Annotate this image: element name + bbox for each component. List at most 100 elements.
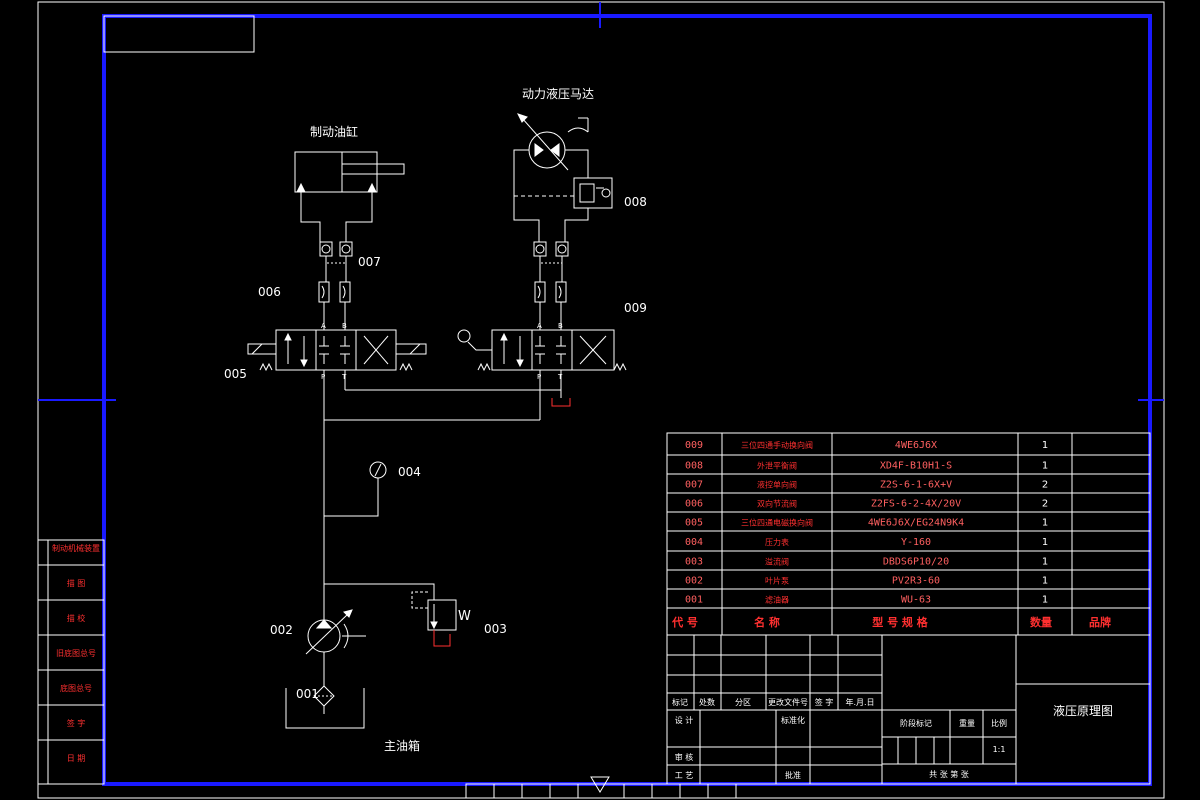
part-model: Y-160 (901, 537, 931, 548)
header-code: 代 号 (671, 615, 698, 629)
part-qty: 1 (1042, 518, 1048, 529)
outer-frame (37, 1, 1165, 799)
part-model: XD4F-B10H1-S (880, 461, 952, 472)
tb-process: 工 艺 (675, 771, 694, 780)
drawing-title: 液压原理图 (1053, 703, 1113, 718)
tb-scale: 1:1 (993, 745, 1006, 754)
port-p: P (321, 373, 325, 381)
part-model: 4WE6J6X/EG24N9K4 (868, 518, 964, 529)
header-qty: 数量 (1030, 615, 1052, 629)
label-006: 006 (258, 285, 281, 299)
tb-date: 年.月.日 (845, 697, 874, 707)
label-motor: 动力液压马达 (522, 86, 594, 101)
part-qty: 1 (1042, 440, 1048, 451)
part-name: 三位四通手动换向阀 (741, 440, 813, 450)
label-brake-cylinder: 制动油缸 (310, 124, 358, 139)
solenoid-valve-005 (247, 329, 427, 420)
part-name: 叶片泵 (765, 576, 789, 586)
side-block (37, 539, 105, 785)
side-label: 底图总号 (60, 683, 92, 693)
blue-border (102, 14, 1152, 786)
part-code: 007 (685, 480, 703, 491)
tb-mark: 标记 (672, 697, 688, 707)
part-code: 001 (685, 595, 703, 606)
side-label: 制动机械装置 (52, 543, 100, 553)
part-model: Z2FS-6-2-4X/20V (871, 499, 961, 510)
part-name: 三位四通电磁换向阀 (741, 518, 813, 528)
top-left-box (103, 15, 255, 53)
label-007: 007 (358, 255, 381, 269)
pump-002 (305, 580, 435, 686)
tb-stage: 阶段标记 (900, 718, 932, 728)
tb-sheets: 共 张 第 张 (929, 769, 969, 779)
part-code: 005 (685, 518, 703, 529)
port-b: B (558, 322, 563, 330)
part-code: 004 (685, 537, 703, 548)
part-qty: 1 (1042, 537, 1048, 548)
tb-doc: 更改文件号 (768, 697, 808, 707)
label-spring-w: W (458, 609, 471, 624)
side-label: 旧底图总号 (56, 648, 96, 658)
side-label: 签 字 (67, 718, 86, 728)
tb-sign: 签 字 (815, 697, 834, 707)
part-name: 双向节流阀 (757, 499, 797, 509)
port-a: A (537, 322, 542, 330)
port-a: A (321, 322, 326, 330)
part-name: 液控单向阀 (757, 480, 797, 490)
side-label: 描 图 (67, 578, 86, 588)
label-main-tank: 主油箱 (384, 738, 420, 753)
filter-tank-001 (285, 685, 365, 729)
part-code: 008 (685, 461, 703, 472)
part-qty: 1 (1042, 557, 1048, 568)
check-valve-motor (533, 241, 569, 330)
part-name: 外泄平衡阀 (757, 461, 797, 471)
side-label: 描 校 (67, 613, 86, 623)
tb-review: 审 核 (675, 752, 694, 762)
port-t: T (341, 373, 347, 381)
tb-scale-label: 比例 (991, 718, 1007, 728)
title-block (666, 634, 1151, 785)
header-name: 名 称 (754, 615, 780, 629)
tb-weight: 重量 (959, 718, 975, 728)
part-code: 003 (685, 557, 703, 568)
part-qty: 2 (1042, 499, 1048, 510)
label-001: 001 (296, 687, 319, 701)
part-qty: 1 (1042, 576, 1048, 587)
part-name: 压力表 (765, 537, 789, 547)
relief-valve-003 (411, 591, 457, 647)
pressure-gauge-004 (324, 461, 387, 517)
tb-count: 处数 (699, 697, 715, 707)
part-model: PV2R3-60 (892, 576, 940, 587)
manual-valve-009 (457, 329, 627, 420)
part-qty: 1 (1042, 595, 1048, 606)
check-valve-007 (319, 241, 353, 282)
brake-cylinder (294, 151, 405, 242)
side-label: 日 期 (67, 754, 86, 763)
throttle-valve-006 (318, 281, 351, 330)
label-002: 002 (270, 623, 293, 637)
label-004: 004 (398, 465, 421, 479)
part-model: 4WE6J6X (895, 440, 937, 451)
tb-zone: 分区 (735, 698, 751, 707)
tb-design: 设 计 (675, 715, 694, 725)
label-003: 003 (484, 622, 507, 636)
label-005: 005 (224, 367, 247, 381)
tb-std: 标准化 (781, 715, 805, 725)
part-qty: 1 (1042, 461, 1048, 472)
part-model: DBDS6P10/20 (883, 557, 949, 568)
part-model: WU-63 (901, 595, 931, 606)
part-model: Z2S-6-1-6X+V (880, 480, 952, 491)
tb-approve: 批准 (785, 770, 801, 780)
header-model: 型 号 规 格 (872, 615, 928, 629)
port-t: T (557, 373, 563, 381)
part-qty: 2 (1042, 480, 1048, 491)
part-code: 006 (685, 499, 703, 510)
part-code: 009 (685, 440, 703, 451)
part-name: 溢流阀 (765, 557, 789, 567)
hydraulic-motor (513, 113, 613, 242)
schematic (247, 113, 627, 729)
part-code: 002 (685, 576, 703, 587)
label-009: 009 (624, 301, 647, 315)
label-008: 008 (624, 195, 647, 209)
